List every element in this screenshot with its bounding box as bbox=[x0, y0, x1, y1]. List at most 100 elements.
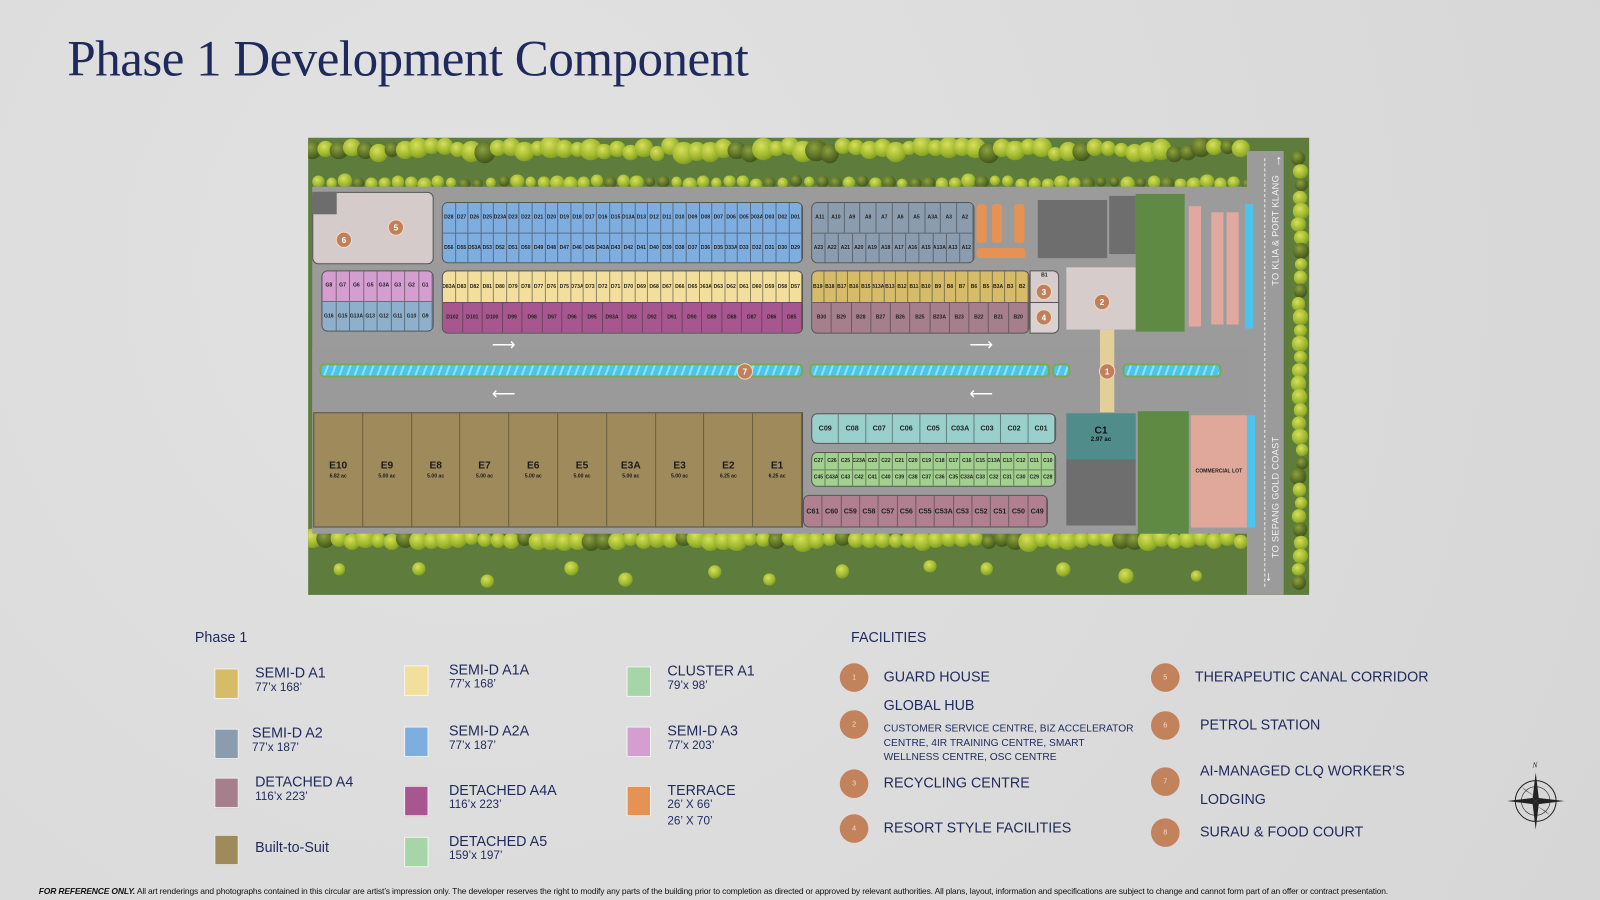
lot-d101[interactable]: D101 bbox=[463, 302, 483, 333]
lot-b16[interactable]: B16 bbox=[848, 271, 861, 302]
lot-d71[interactable]: D71 bbox=[610, 271, 623, 302]
lot-b3[interactable]: B3 bbox=[1005, 271, 1017, 302]
lot-b12[interactable]: B12 bbox=[896, 271, 909, 302]
lot-d77[interactable]: D77 bbox=[533, 271, 546, 302]
lot-d07[interactable]: D07 bbox=[712, 203, 726, 233]
lot-d78[interactable]: D78 bbox=[520, 271, 533, 302]
lot-a10[interactable]: A10 bbox=[828, 203, 845, 233]
lot-d41[interactable]: D41 bbox=[635, 233, 649, 263]
lot-a11[interactable]: A11 bbox=[812, 203, 829, 233]
lot-c39[interactable]: C39 bbox=[893, 469, 907, 486]
lot-c49[interactable]: C49 bbox=[1028, 495, 1047, 527]
lot-b3a[interactable]: B3A bbox=[993, 271, 1005, 302]
lot-a20[interactable]: A20 bbox=[853, 233, 867, 263]
lot-d66[interactable]: D66 bbox=[674, 271, 687, 302]
lot-c52[interactable]: C52 bbox=[972, 495, 991, 527]
lot-c07[interactable]: C07 bbox=[866, 414, 894, 443]
lot-d89[interactable]: D89 bbox=[702, 302, 723, 333]
lot-d62[interactable]: D62 bbox=[725, 271, 739, 302]
lot-c15[interactable]: C15 bbox=[974, 453, 988, 469]
lot-d88[interactable]: D88 bbox=[722, 302, 743, 333]
lot-c33a[interactable]: C33A bbox=[961, 469, 975, 486]
lot-b15[interactable]: B15 bbox=[860, 271, 873, 302]
lot-c36[interactable]: C36 bbox=[934, 469, 948, 486]
lot-d63[interactable]: D63 bbox=[712, 271, 726, 302]
lot-d53a[interactable]: D53A bbox=[469, 233, 482, 263]
lot-d33[interactable]: D33 bbox=[738, 233, 751, 263]
lot-c61[interactable]: C61 bbox=[804, 495, 823, 527]
lot-c28[interactable]: C28 bbox=[1042, 469, 1056, 486]
lot-d27[interactable]: D27 bbox=[456, 203, 469, 233]
lot-d75[interactable]: D75 bbox=[558, 271, 572, 302]
lot-d39[interactable]: D39 bbox=[661, 233, 674, 263]
lot-c20[interactable]: C20 bbox=[907, 453, 921, 469]
lot-g8[interactable]: G8 bbox=[322, 271, 337, 301]
lot-c03[interactable]: C03 bbox=[974, 414, 1002, 443]
lot-a18[interactable]: A18 bbox=[879, 233, 893, 263]
lot-a6[interactable]: A6 bbox=[893, 203, 909, 233]
lot-d46[interactable]: D46 bbox=[571, 233, 585, 263]
lot-d76[interactable]: D76 bbox=[546, 271, 559, 302]
lot-c23[interactable]: C23 bbox=[866, 453, 880, 469]
lot-d16[interactable]: D16 bbox=[597, 203, 610, 233]
lot-c56[interactable]: C56 bbox=[898, 495, 917, 527]
lot-b7[interactable]: B7 bbox=[956, 271, 969, 302]
facility-marker-5[interactable]: 5 bbox=[1151, 663, 1180, 692]
lot-d23a[interactable]: D23A bbox=[494, 203, 508, 233]
lot-a15[interactable]: A15 bbox=[920, 233, 934, 263]
facility-marker-8[interactable]: 8 bbox=[1151, 818, 1180, 847]
lot-d90[interactable]: D90 bbox=[682, 302, 703, 333]
facility-marker-3[interactable]: 3 bbox=[839, 769, 869, 798]
lot-c53a[interactable]: C53A bbox=[935, 495, 954, 527]
lot-g13a[interactable]: G13A bbox=[350, 301, 364, 331]
lot-c03a[interactable]: C03A bbox=[947, 414, 975, 443]
lot-c33[interactable]: C33 bbox=[974, 469, 988, 486]
lot-c12[interactable]: C12 bbox=[1015, 453, 1029, 469]
lot-b27[interactable]: B27 bbox=[871, 302, 891, 333]
lot-d56[interactable]: D56 bbox=[443, 233, 456, 263]
lot-b23[interactable]: B23 bbox=[950, 302, 970, 333]
lot-d43a[interactable]: D43A bbox=[597, 233, 610, 263]
lot-b13[interactable]: B13 bbox=[884, 271, 897, 302]
lot-d45[interactable]: D45 bbox=[584, 233, 597, 263]
lot-d42[interactable]: D42 bbox=[623, 233, 636, 263]
facility-marker-7[interactable]: 7 bbox=[1151, 767, 1180, 796]
marker-2[interactable]: 2 bbox=[1093, 293, 1111, 311]
marker-4[interactable]: 4 bbox=[1035, 309, 1053, 326]
lot-d21[interactable]: D21 bbox=[533, 203, 546, 233]
lot-a9[interactable]: A9 bbox=[844, 203, 861, 233]
lot-d69[interactable]: D69 bbox=[635, 271, 649, 302]
lot-a22[interactable]: A22 bbox=[826, 233, 840, 263]
lot-a21[interactable]: A21 bbox=[839, 233, 853, 263]
lot-a5[interactable]: A5 bbox=[909, 203, 926, 233]
lot-d25[interactable]: D25 bbox=[481, 203, 495, 233]
lot-b13a[interactable]: B13A bbox=[872, 271, 885, 302]
lot-c37[interactable]: C37 bbox=[920, 469, 934, 486]
lot-d35[interactable]: D35 bbox=[712, 233, 726, 263]
lot-d05[interactable]: D05 bbox=[738, 203, 751, 233]
lot-b28[interactable]: B28 bbox=[852, 302, 872, 333]
commercial-lot[interactable]: COMMERCIAL LOT bbox=[1190, 415, 1247, 528]
lot-b22[interactable]: B22 bbox=[970, 302, 990, 333]
lot-c19[interactable]: C19 bbox=[920, 453, 934, 469]
lot-d28[interactable]: D28 bbox=[443, 203, 456, 233]
lot-d73[interactable]: D73 bbox=[584, 271, 597, 302]
lot-c58[interactable]: C58 bbox=[860, 495, 879, 527]
lot-d51[interactable]: D51 bbox=[507, 233, 520, 263]
lot-d02[interactable]: D02 bbox=[777, 203, 790, 233]
lot-d87[interactable]: D87 bbox=[742, 302, 763, 333]
lot-d83a[interactable]: D83A bbox=[443, 271, 456, 302]
lot-d81[interactable]: D81 bbox=[481, 271, 495, 302]
lot-c02[interactable]: C02 bbox=[1001, 414, 1029, 443]
lot-b18[interactable]: B18 bbox=[824, 271, 837, 302]
lot-d06[interactable]: D06 bbox=[725, 203, 739, 233]
lot-g9[interactable]: G9 bbox=[419, 301, 433, 331]
lot-c43a[interactable]: C43A bbox=[826, 469, 840, 486]
facility-marker-4[interactable]: 4 bbox=[839, 814, 869, 843]
lot-c55[interactable]: C55 bbox=[916, 495, 935, 527]
lot-d70[interactable]: D70 bbox=[623, 271, 636, 302]
